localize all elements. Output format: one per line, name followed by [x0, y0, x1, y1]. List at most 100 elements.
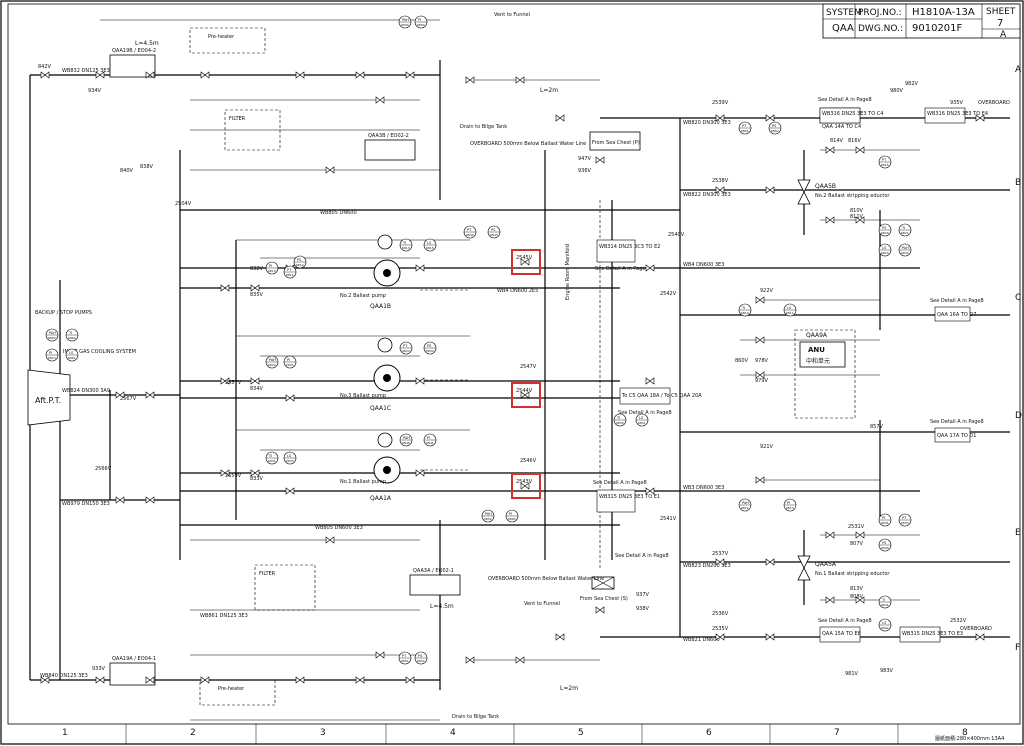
instrument-code: 6861 [68, 356, 76, 360]
instrument-type: PT [902, 516, 907, 520]
eductor-a: QAA5A No.1 Ballast stripping eductor [797, 555, 890, 581]
length-label-top: L=4.5m [135, 40, 159, 47]
valve-symbol [595, 156, 605, 164]
anu-tag: QAA9A [806, 332, 828, 339]
valve-symbol [220, 377, 230, 385]
grid-row-D: D [1015, 411, 1022, 421]
instrument-type: PAH [403, 436, 410, 440]
line-label-wb84: WB4 DN600 2E5 [497, 288, 538, 294]
instrument-code: 6833 [286, 459, 294, 463]
valve-tag: 2537V [712, 551, 729, 557]
highlight-2543v [511, 473, 541, 499]
instrument-type: PT [403, 344, 408, 348]
instrument-type: PI [509, 512, 512, 516]
offpage-qaa14a: QAA 14A TO C4 [822, 124, 861, 130]
instrument-type: PT [882, 158, 887, 162]
instrument-type: PT [742, 124, 747, 128]
footer-note: 圖紙面積:280×400mm 13A4 [935, 735, 1004, 742]
instrument-code: 6860 [68, 336, 76, 340]
valve-symbol [765, 633, 775, 641]
bwts-note-bottom: OVERBOARD 500mm Below Ballast Water Line [488, 576, 604, 582]
valve-symbol [375, 651, 385, 659]
valve-tag: 834V [250, 386, 264, 392]
sea-chest-s-label: From Sea Chest (S) [580, 596, 628, 602]
valve-symbol [515, 76, 525, 84]
instrument-code: 6862 [771, 129, 779, 133]
valve-2544v-tag: 2544V [516, 388, 533, 394]
line-label-wb824: WB824 DN300 3A9 [62, 388, 110, 394]
line-labels: WB805 DN600 WB4 DN600 3E3 WB4 DN600 2E5 … [40, 68, 731, 679]
instrument-code: 6851 [401, 659, 409, 663]
offpage-labels: WB316 DN25 3E3 TO C4 WB316 DN25 3E3 TO E… [599, 111, 988, 637]
motors [377, 234, 393, 448]
valve-symbol [645, 264, 655, 272]
cooler-bottom: QAA3A / EO02-1 [409, 568, 461, 596]
pump-c-caption: No.3 Ballast pump [340, 393, 386, 399]
revision-value: A [1000, 30, 1007, 40]
valve-symbol [975, 114, 985, 122]
valve-symbol [115, 391, 125, 399]
drain-top-label: Drain to Bilge Tank [460, 124, 507, 130]
offpage-qaa15a: QAA 15A TO E8 [822, 631, 861, 637]
length-label-45-bottom: L=4.5m [430, 603, 454, 610]
valve-tag: 947V [578, 156, 592, 162]
valve-symbol [855, 146, 865, 154]
valve-tag: 2532V [950, 618, 967, 624]
instrument-type: PT [467, 228, 472, 232]
valve-symbol [375, 96, 385, 104]
preheater-top: Pre-heater [189, 27, 266, 54]
instrument-code: 6812 [741, 506, 749, 510]
sea-chest-p: From Sea Chest (P) [589, 131, 641, 151]
instrument-type: PI [787, 501, 790, 505]
instrument-type: TI [268, 454, 272, 458]
valve-tag: 2539V [712, 100, 729, 106]
offpage-to-c4: WB316 DN25 3E3 TO C4 [822, 111, 883, 117]
instrument-type: LS [287, 454, 292, 458]
inert-gas-label: INERT GAS COOLING SYSTEM [63, 349, 136, 355]
valve-tag: 937V [636, 592, 650, 598]
valve-symbol [555, 114, 565, 122]
valve-symbol [520, 482, 530, 490]
instrument-type: PAH [485, 512, 492, 516]
instrument-type: LS [427, 241, 432, 245]
valve-symbol [755, 476, 765, 484]
instrument-type: PS [427, 344, 432, 348]
preheater-bottom: Pre-heater [199, 679, 276, 706]
line-label-wb861: WB861 DN125 3E3 [200, 613, 248, 619]
valve-symbol [250, 377, 260, 385]
valve-symbol [250, 284, 260, 292]
instrument-code: 6821 [286, 363, 294, 367]
valve-symbol [145, 676, 155, 684]
instrument-type: PI [882, 516, 885, 520]
valve-tag: 840V [120, 168, 134, 174]
detail-label-4: See Detail A in Page8 [818, 97, 872, 103]
highlighted-valves: 2545V 2544V 2543V [511, 249, 541, 499]
valve-tag: 2538V [712, 178, 729, 184]
valve-tag: 2504V [175, 201, 192, 207]
valve-symbol [295, 676, 305, 684]
grid-row-A: A [1015, 65, 1022, 75]
valve-symbol [825, 146, 835, 154]
proj-label: PROJ.NO.: [858, 8, 902, 18]
instrument-type: PT [402, 654, 407, 658]
valve-symbol [355, 71, 365, 79]
valve-tag: 832V [250, 266, 264, 272]
offpage-to-e1: WB315 DN25 3E3 TO E1 [599, 494, 660, 500]
highlight-2545v [511, 249, 541, 275]
instrument-code: 6833 [901, 521, 909, 525]
filter-top: FILTER [224, 109, 281, 151]
anu-sub: 中和单元 [806, 357, 830, 365]
